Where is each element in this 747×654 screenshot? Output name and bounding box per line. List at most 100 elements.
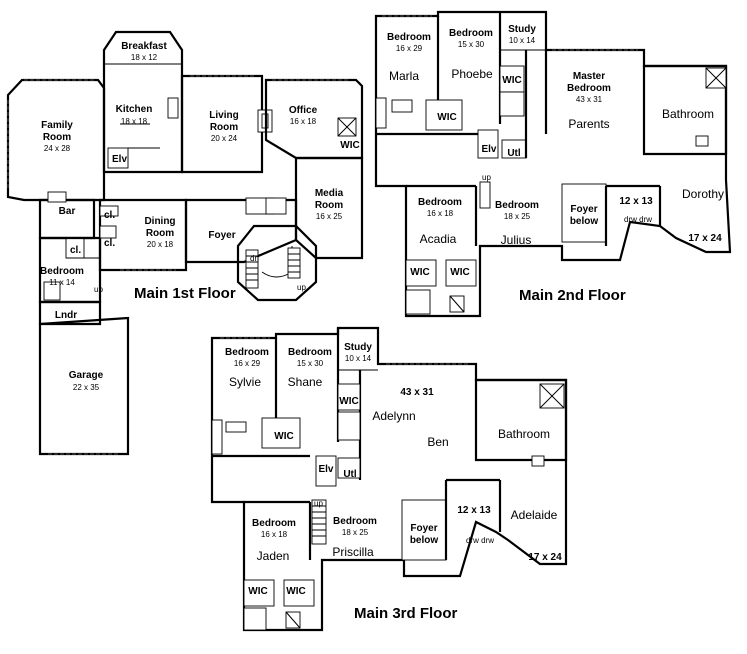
third-floor-title: Main 3rd Floor xyxy=(354,605,458,622)
jaden-bedroom-size: 16 x 18 xyxy=(261,530,288,539)
second-elv-label: Elv xyxy=(481,144,496,155)
phoebe-bedroom-size: 15 x 30 xyxy=(458,40,485,49)
media-room-size: 16 x 25 xyxy=(316,212,343,221)
laundry-label: Lndr xyxy=(55,310,77,321)
first-elv-label: Elv xyxy=(112,154,127,165)
priscilla-bedroom-label: Bedroom xyxy=(333,516,377,527)
shane-name: Shane xyxy=(288,375,323,389)
jaden-bedroom-label: Bedroom xyxy=(252,518,296,529)
second-floor-title: Main 2nd Floor xyxy=(519,287,626,304)
third-bathroom-label: Bathroom xyxy=(498,427,550,441)
dining-room-size: 20 x 18 xyxy=(147,240,174,249)
phoebe-name: Phoebe xyxy=(451,67,493,81)
first-floor-title: Main 1st Floor xyxy=(134,285,236,302)
second-room-12x13: 12 x 13 xyxy=(619,196,653,207)
adelaide-name: Adelaide xyxy=(511,508,558,522)
stair-hall-walls xyxy=(236,224,318,302)
second-bathroom-walls xyxy=(642,64,728,156)
kitchen-size: 18 x 18 xyxy=(121,117,148,126)
garage-size: 22 x 35 xyxy=(73,383,100,392)
second-study-label: Study xyxy=(508,24,536,35)
dining-room-label-1: Dining xyxy=(144,216,175,227)
third-wic-2: WIC xyxy=(274,431,293,442)
closet-3-label: cl. xyxy=(70,245,81,256)
ben-name: Ben xyxy=(427,435,448,449)
kitchen-walls xyxy=(102,30,184,174)
adelynn-name: Adelynn xyxy=(372,409,415,423)
acadia-name: Acadia xyxy=(420,232,457,246)
dining-room-walls xyxy=(98,198,188,272)
sylvie-name: Sylvie xyxy=(229,375,261,389)
second-outer-walls xyxy=(374,10,732,318)
laundry-walls xyxy=(38,300,102,326)
garage-walls xyxy=(38,316,130,456)
third-room-17x24: 17 x 24 xyxy=(528,552,562,563)
first-bedroom-size: 11 x 14 xyxy=(49,278,75,287)
master-label-2: Bedroom xyxy=(567,83,611,94)
stair-down-label: dn xyxy=(250,254,259,263)
third-drw-label: drw drw xyxy=(466,536,494,545)
dining-room-label-2: Room xyxy=(146,228,174,239)
jaden-name: Jaden xyxy=(257,549,290,563)
closet-1-label: cl. xyxy=(104,210,115,221)
acadia-bedroom-label: Bedroom xyxy=(418,197,462,208)
kitchen-label: Kitchen xyxy=(116,104,153,115)
third-wic-1: WIC xyxy=(339,396,358,407)
second-wic-2: WIC xyxy=(437,112,456,123)
master-size: 43 x 31 xyxy=(576,95,603,104)
second-foyer-below-1: Foyer xyxy=(570,204,597,215)
second-utl-label: Utl xyxy=(507,148,521,159)
third-wic-3: WIC xyxy=(248,586,267,597)
marla-name: Marla xyxy=(389,69,419,83)
master-label-1: Master xyxy=(573,71,605,82)
office-label: Office xyxy=(289,105,318,116)
priscilla-bedroom-size: 18 x 25 xyxy=(342,528,369,537)
second-floor-plan: Bedroom 16 x 29 Marla Bedroom 15 x 30 Ph… xyxy=(374,10,732,318)
third-room-12x13: 12 x 13 xyxy=(457,505,491,516)
julius-bedroom-size: 18 x 25 xyxy=(504,212,531,221)
first-bedroom-label: Bedroom xyxy=(40,266,84,277)
third-bathroom-walls xyxy=(474,378,568,462)
bar-label: Bar xyxy=(59,206,76,217)
second-wic-4: WIC xyxy=(450,267,469,278)
foyer-label: Foyer xyxy=(208,230,235,241)
family-room-size: 24 x 28 xyxy=(44,144,71,153)
second-drw-label: drw drw xyxy=(624,215,652,224)
third-big-room-size: 43 x 31 xyxy=(400,387,434,398)
third-study-label: Study xyxy=(344,342,372,353)
living-room-label-1: Living xyxy=(209,110,238,121)
family-room-label-2: Room xyxy=(43,132,71,143)
living-room-label-2: Room xyxy=(210,122,238,133)
first-wic-label: WIC xyxy=(340,140,359,151)
sylvie-bedroom-label: Bedroom xyxy=(225,347,269,358)
living-room-size: 20 x 24 xyxy=(211,134,238,143)
third-utl-label: Utl xyxy=(343,469,357,480)
marla-bedroom-label: Bedroom xyxy=(387,32,431,43)
second-study-size: 10 x 14 xyxy=(509,36,536,45)
phoebe-bedroom-label: Bedroom xyxy=(449,28,493,39)
second-bathroom-label: Bathroom xyxy=(662,107,714,121)
second-stair-up: up xyxy=(482,173,491,182)
third-study-size: 10 x 14 xyxy=(345,354,372,363)
third-floor-plan: Bedroom 16 x 29 Sylvie Bedroom 15 x 30 S… xyxy=(210,326,568,632)
third-foyer-below-1: Foyer xyxy=(410,523,437,534)
second-wic-3: WIC xyxy=(410,267,429,278)
breakfast-label: Breakfast xyxy=(121,41,167,52)
garage-label: Garage xyxy=(69,370,104,381)
shane-bedroom-label: Bedroom xyxy=(288,347,332,358)
third-elv-label: Elv xyxy=(318,464,333,475)
acadia-bedroom-size: 16 x 18 xyxy=(427,209,454,218)
third-foyer-below-2: below xyxy=(410,535,439,546)
second-wic-1: WIC xyxy=(502,75,521,86)
julius-name: Julius xyxy=(501,233,532,247)
stair-up-label: up xyxy=(297,283,306,292)
third-wic-4: WIC xyxy=(286,586,305,597)
second-room-17x24: 17 x 24 xyxy=(688,233,722,244)
third-stair-up: up xyxy=(314,499,323,508)
marla-bedroom-size: 16 x 29 xyxy=(396,44,423,53)
parents-name: Parents xyxy=(568,117,609,131)
priscilla-name: Priscilla xyxy=(332,545,374,559)
first-floor-plan: Breakfast 18 x 12 Kitchen 18 x 18 Elv Fa… xyxy=(6,30,364,456)
julius-bedroom-label: Bedroom xyxy=(495,200,539,211)
